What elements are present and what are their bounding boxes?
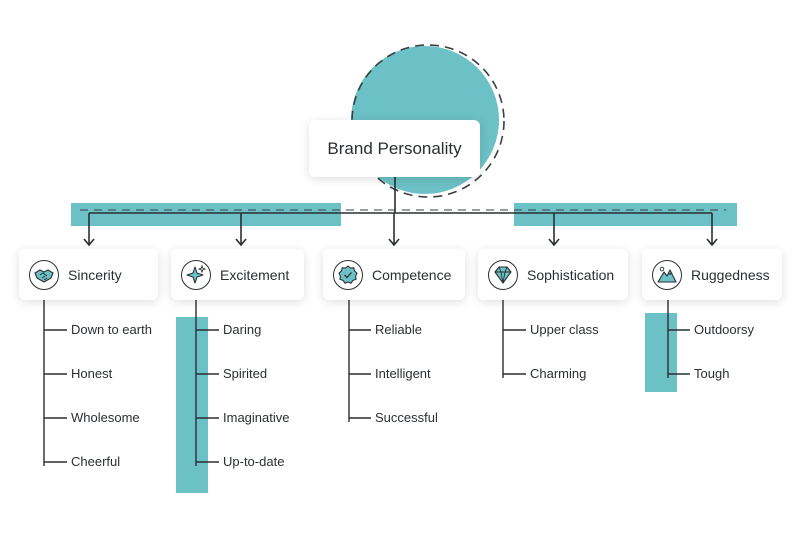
mountain-icon — [652, 259, 682, 290]
category-competence: Competence — [323, 249, 465, 300]
category-ruggedness: Ruggedness — [642, 249, 782, 300]
leaf-item: Charming — [530, 366, 587, 381]
accent-bar-excitement — [176, 317, 208, 493]
arrow-head — [235, 238, 247, 247]
badge-check-icon — [333, 259, 363, 290]
leaf-item: Down to earth — [71, 322, 152, 337]
leaf-item: Spirited — [223, 366, 268, 381]
leaf-item: Up-to-date — [223, 454, 285, 469]
leaf-item: Cheerful — [71, 454, 121, 469]
accent-bar-ruggedness — [645, 313, 677, 392]
arrow-head — [548, 238, 560, 247]
sparkle-icon — [181, 259, 211, 290]
root-node: Brand Personality — [309, 120, 480, 177]
leaf-item: Tough — [694, 366, 730, 381]
category-excitement: Excitement — [171, 249, 304, 300]
arrow-head — [83, 238, 95, 247]
category-sophistication: Sophistication — [478, 249, 628, 300]
accent-circle-dashed-outline — [351, 44, 505, 198]
category-label: Competence — [372, 266, 452, 283]
leaf-item: Outdoorsy — [694, 322, 754, 337]
accent-bar-left — [71, 203, 341, 226]
arrow-head — [388, 238, 400, 247]
leaf-item: Daring — [223, 322, 262, 337]
leaf-item: Successful — [375, 410, 438, 425]
leaf-item: Wholesome — [71, 410, 140, 425]
leaf-item: Imaginative — [223, 410, 290, 425]
leaf-item: Upper class — [530, 322, 599, 337]
leaf-item: Intelligent — [375, 366, 431, 381]
category-label: Ruggedness — [691, 266, 770, 283]
accent-bar-right — [514, 203, 737, 226]
leaf-item: Honest — [71, 366, 113, 381]
handshake-icon — [29, 259, 59, 290]
connectors — [43, 177, 718, 466]
category-label: Sophistication — [527, 266, 615, 283]
category-sincerity: Sincerity — [19, 249, 158, 300]
arrow-head — [706, 238, 718, 247]
category-label: Sincerity — [68, 266, 122, 283]
leaf-item: Reliable — [375, 322, 422, 337]
diamond-icon — [488, 259, 518, 290]
category-label: Excitement — [220, 266, 290, 283]
root-label: Brand Personality — [327, 138, 462, 158]
